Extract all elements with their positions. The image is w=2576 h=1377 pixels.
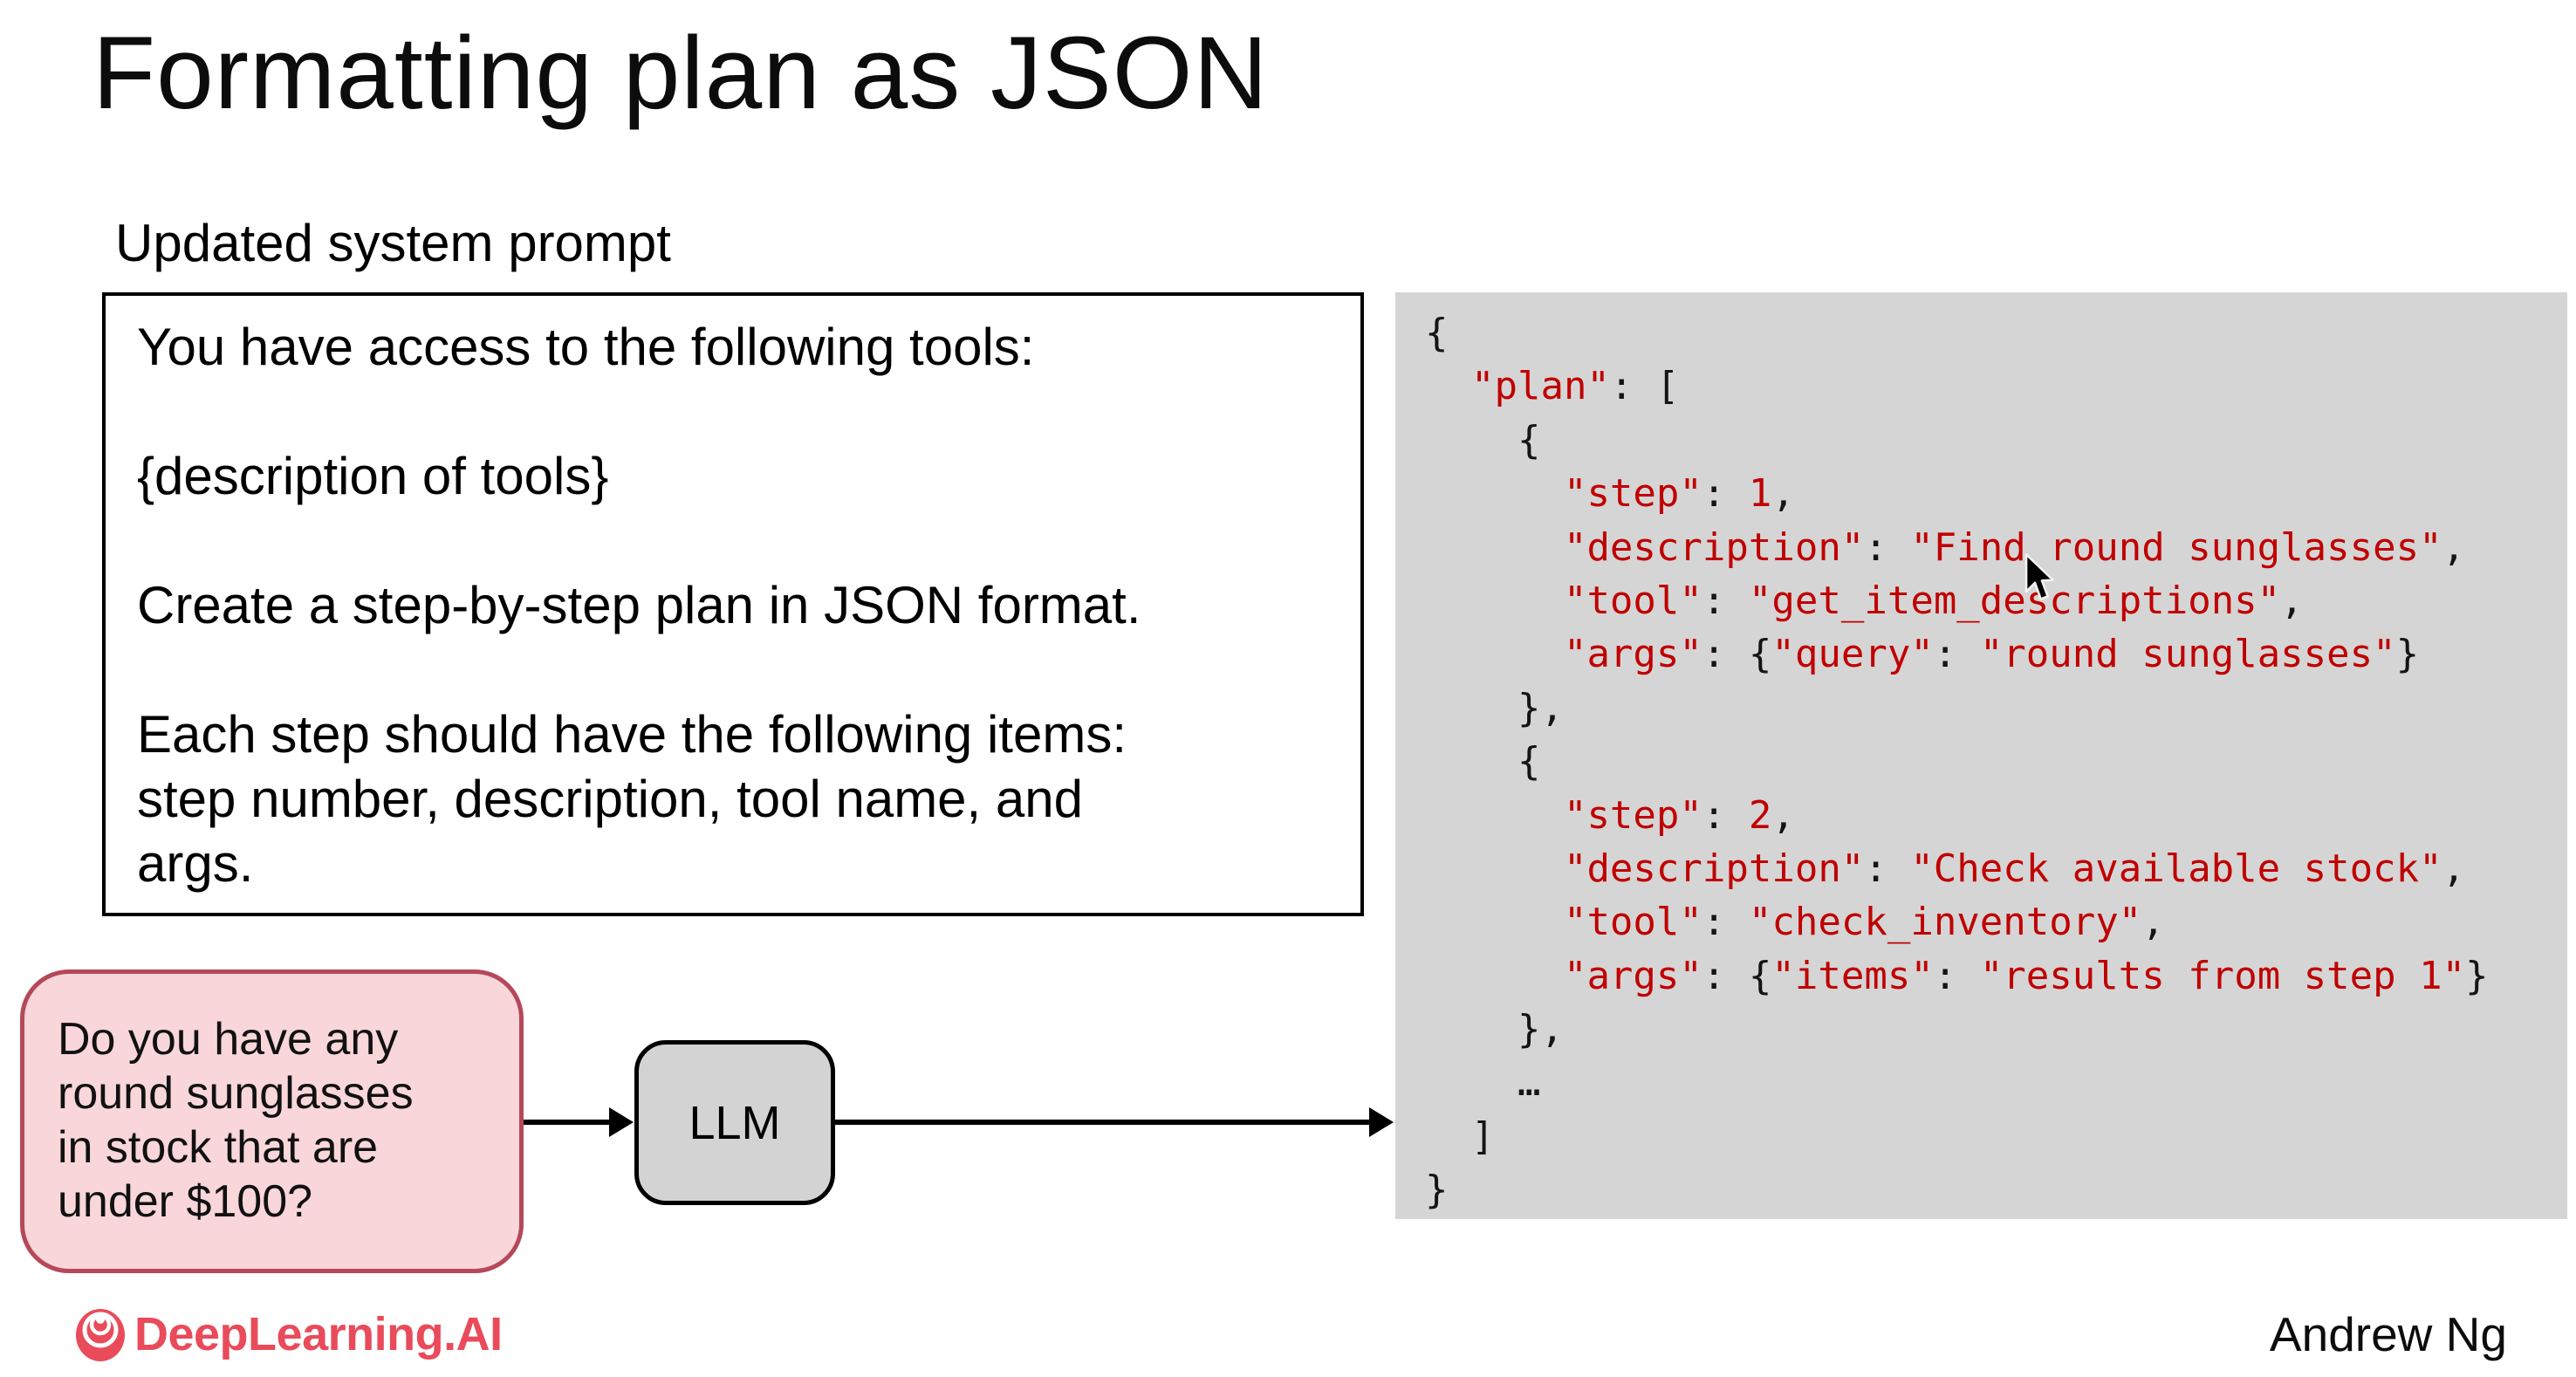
system-prompt-box: You have access to the following tools: {… bbox=[102, 292, 1364, 916]
json-code-line: }, bbox=[1425, 1007, 1564, 1052]
json-code-line: ] bbox=[1425, 1113, 1495, 1159]
arrow-llm-to-output bbox=[835, 1120, 1374, 1125]
mouse-cursor-icon bbox=[2024, 553, 2055, 600]
llm-node-label: LLM bbox=[689, 1096, 781, 1149]
json-code-line: { bbox=[1425, 739, 1541, 784]
arrow-query-to-llm bbox=[524, 1120, 614, 1125]
system-prompt-text-line: step number, description, tool name, and bbox=[137, 770, 1083, 828]
json-code-line: { bbox=[1425, 311, 1449, 355]
system-prompt-text-line bbox=[137, 380, 1326, 444]
json-code-line: "plan": [ bbox=[1470, 364, 1680, 409]
system-prompt-text-line: args. bbox=[137, 834, 254, 893]
arrowhead-llm-to-output-icon bbox=[1369, 1107, 1394, 1137]
llm-node: LLM bbox=[634, 1040, 835, 1205]
author-name: Andrew Ng bbox=[2269, 1307, 2507, 1361]
system-prompt-text-line bbox=[137, 509, 1326, 573]
system-prompt-text-line bbox=[137, 638, 1326, 702]
json-code-line: { bbox=[1425, 417, 1541, 462]
user-query-text-line: in stock that are bbox=[58, 1122, 379, 1173]
page-title: Formatting plan as JSON bbox=[92, 16, 1269, 131]
system-prompt-text-line: Create a step-by-step plan in JSON forma… bbox=[137, 576, 1141, 634]
arrowhead-query-to-llm-icon bbox=[609, 1107, 634, 1137]
json-code-line: "tool": "get_item_descriptions", bbox=[1563, 578, 2304, 623]
json-plan-code-panel: { "plan": [ { "step": 1, "description": … bbox=[1395, 292, 2567, 1219]
json-code-line: "step": 2, bbox=[1563, 792, 1795, 838]
system-prompt-text-line: You have access to the following tools: bbox=[137, 318, 1035, 376]
json-code-line: "tool": "check_inventory", bbox=[1563, 900, 2165, 945]
deeplearning-ai-logo-text: DeepLearning.AI bbox=[134, 1308, 503, 1360]
json-code-line: "step": 1, bbox=[1563, 471, 1795, 517]
json-code-line: } bbox=[1425, 1168, 1449, 1213]
user-query-text-line: under $100? bbox=[58, 1176, 313, 1227]
system-prompt-text-line: {description of tools} bbox=[137, 447, 609, 505]
user-query-text-line: Do you have any bbox=[58, 1014, 399, 1065]
user-query-text-line: round sunglasses bbox=[58, 1068, 414, 1119]
json-code-line: "args": {"items": "results from step 1"} bbox=[1563, 953, 2489, 998]
deeplearning-ai-logo: DeepLearning.AI bbox=[73, 1305, 503, 1363]
json-code-line: "description": "Check available stock", bbox=[1563, 846, 2466, 891]
deeplearning-ai-logo-mark-icon bbox=[76, 1309, 125, 1361]
json-code-line: "args": {"query": "round sunglasses"} bbox=[1563, 632, 2420, 677]
system-prompt-text-line: Each step should have the following item… bbox=[137, 705, 1127, 764]
json-code-line: "description": "Find round sunglasses", bbox=[1563, 524, 2466, 570]
system-prompt-label: Updated system prompt bbox=[115, 214, 671, 272]
json-code-line: }, bbox=[1425, 685, 1564, 730]
json-code-line: … bbox=[1425, 1060, 1541, 1106]
